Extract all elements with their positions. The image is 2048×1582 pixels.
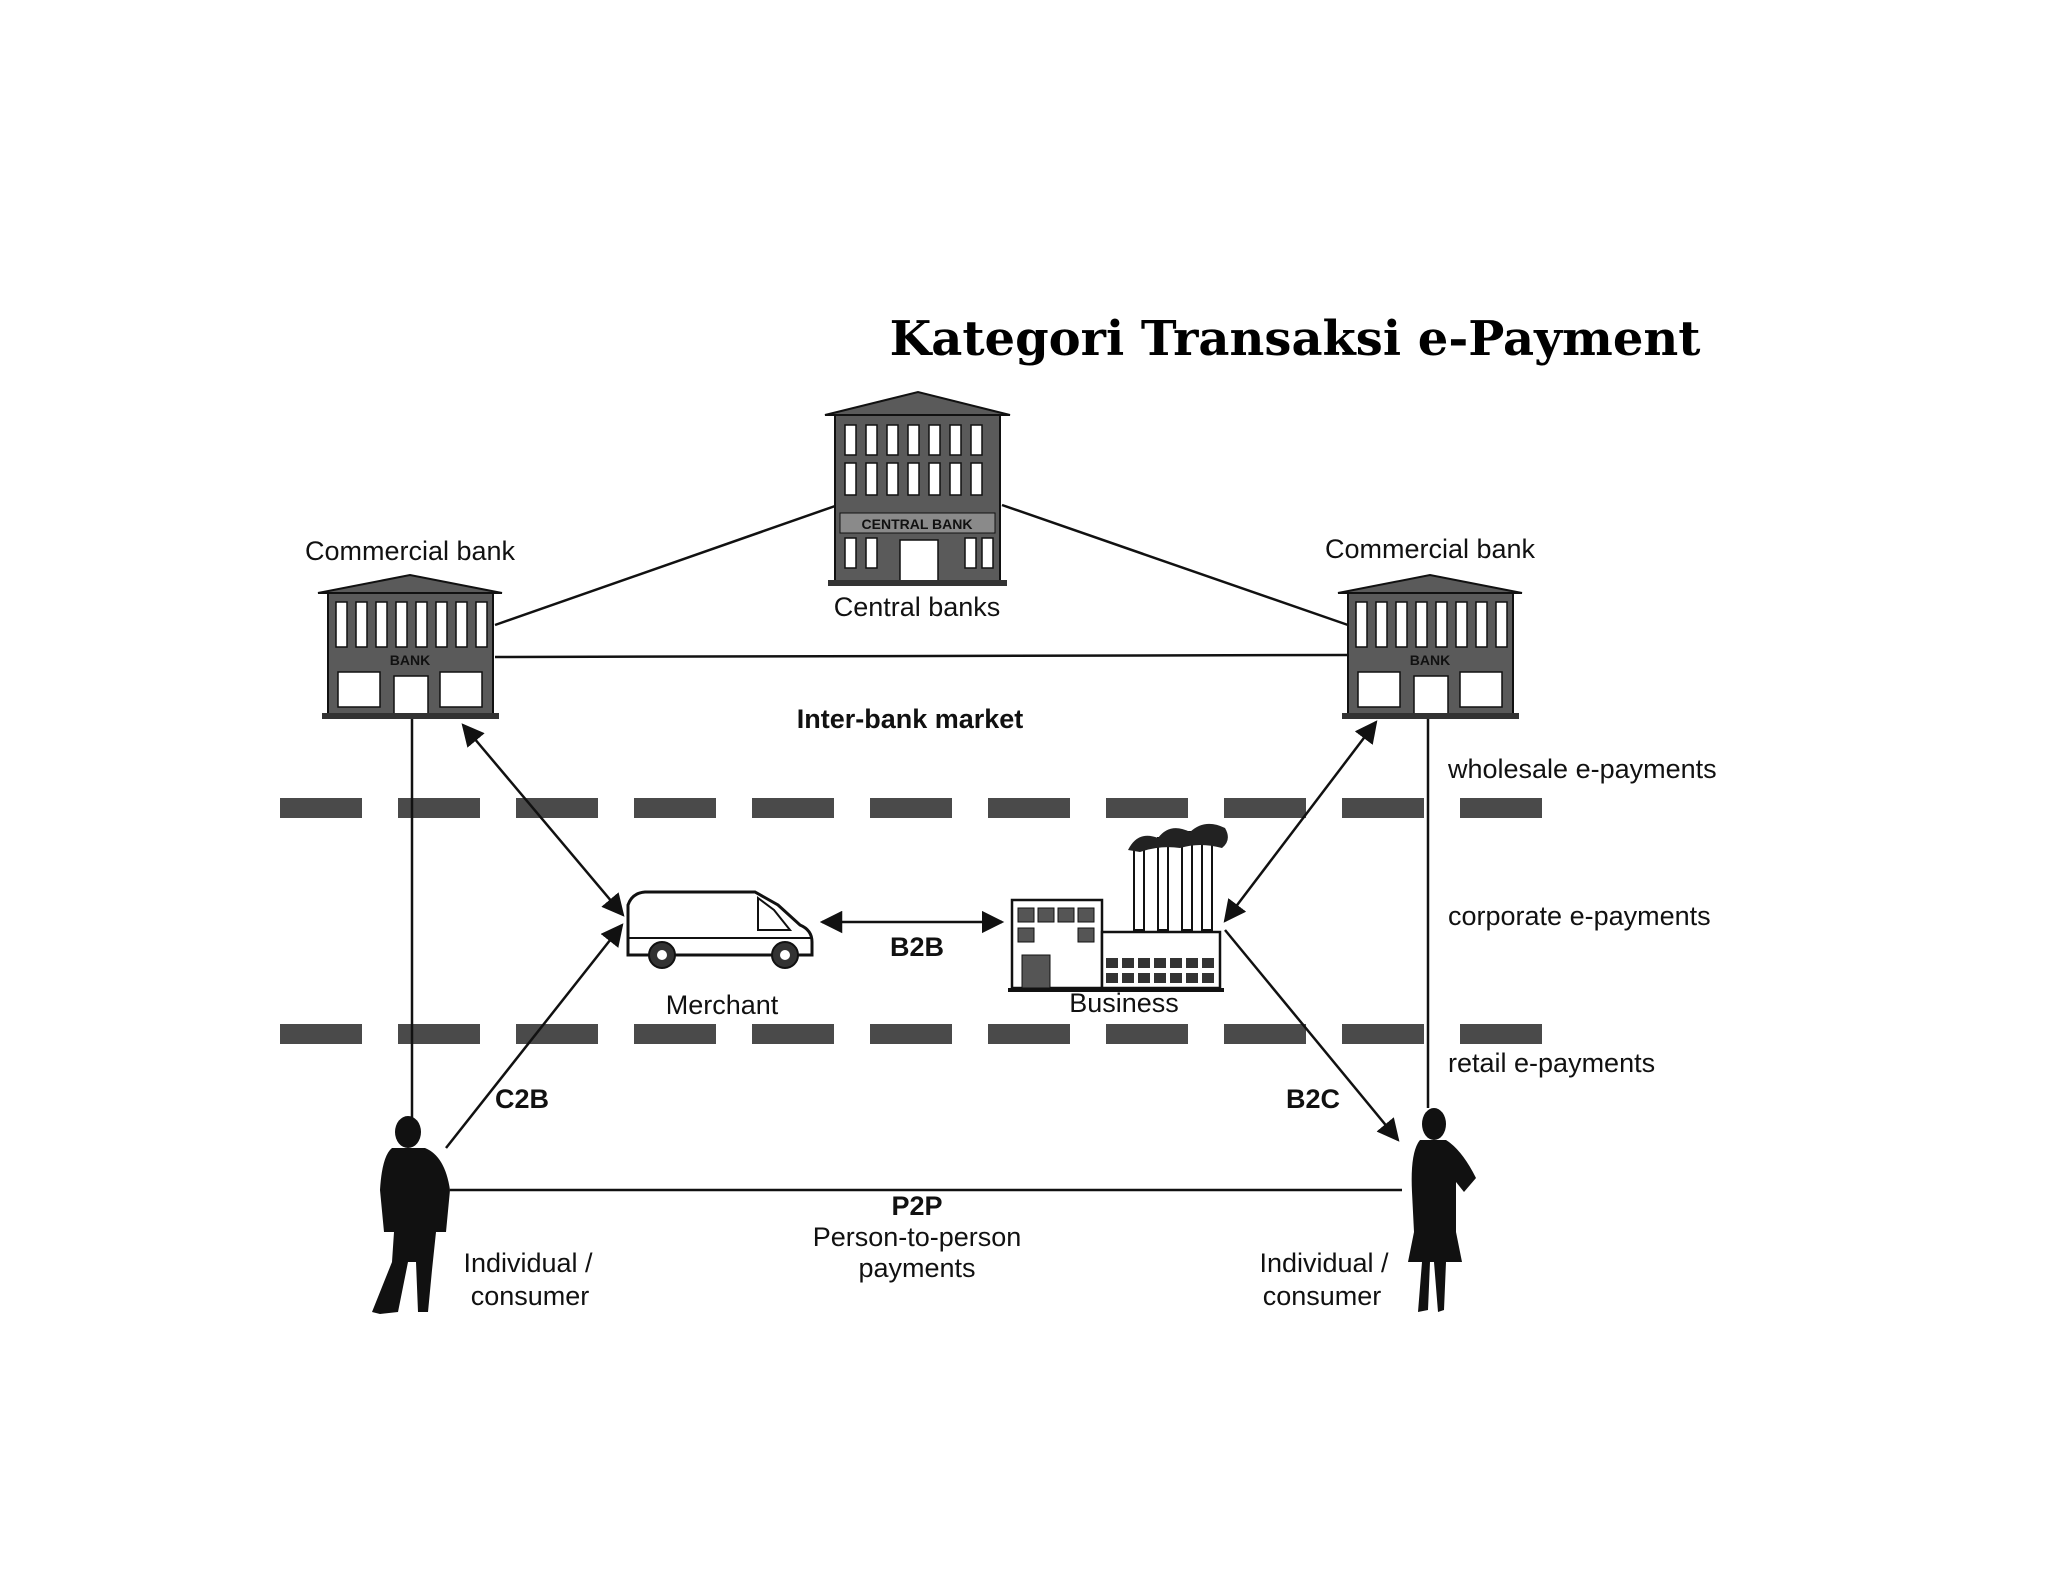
commercial-bank-right-building-icon: BANK xyxy=(1337,573,1523,719)
merchant-label: Merchant xyxy=(666,990,779,1020)
b2c-label: B2C xyxy=(1286,1084,1340,1114)
commercial-bank-right-sign: BANK xyxy=(1410,652,1450,668)
p2p-description-line1: Person-to-person xyxy=(813,1222,1022,1252)
consumer-right-label-line2: consumer xyxy=(1263,1281,1382,1311)
c2b-label: C2B xyxy=(495,1084,549,1114)
business-factory-icon xyxy=(1008,823,1228,992)
interbank-market-label: Inter-bank market xyxy=(797,704,1024,734)
central-bank-sign: CENTRAL BANK xyxy=(862,516,973,532)
consumer-man-icon xyxy=(372,1116,450,1314)
arrow-left-bank-merchant xyxy=(461,723,625,917)
link-left-bank-central xyxy=(494,503,839,627)
consumer-left-label-line2: consumer xyxy=(471,1281,590,1311)
consumer-right-label-line1: Individual / xyxy=(1259,1248,1389,1278)
commercial-bank-right-label: Commercial bank xyxy=(1325,534,1536,564)
link-central-right-bank xyxy=(1001,503,1349,627)
business-label: Business xyxy=(1069,988,1179,1018)
link-interbank xyxy=(494,653,1349,659)
commercial-bank-left-label: Commercial bank xyxy=(305,536,516,566)
central-banks-label: Central banks xyxy=(834,592,1001,622)
consumer-woman-icon xyxy=(1408,1108,1476,1312)
consumer-left-label-line1: Individual / xyxy=(463,1248,593,1278)
commercial-bank-left-sign: BANK xyxy=(390,652,430,668)
arrow-c2b xyxy=(445,923,624,1149)
p2p-description-line2: payments xyxy=(858,1253,975,1283)
wholesale-zone-label: wholesale e-payments xyxy=(1447,754,1717,784)
arrow-b2c xyxy=(1224,929,1400,1142)
commercial-bank-left-building-icon: BANK xyxy=(317,573,503,719)
retail-zone-label: retail e-payments xyxy=(1448,1048,1655,1078)
arrow-right-bank-business xyxy=(1223,720,1378,923)
merchant-van-icon xyxy=(626,890,814,969)
central-bank-building-icon: CENTRAL BANK xyxy=(824,390,1011,586)
p2p-label: P2P xyxy=(891,1191,942,1221)
b2b-label: B2B xyxy=(890,932,944,962)
diagram-title: Kategori Transaksi e-Payment xyxy=(890,311,1701,367)
corporate-zone-label: corporate e-payments xyxy=(1448,901,1711,931)
